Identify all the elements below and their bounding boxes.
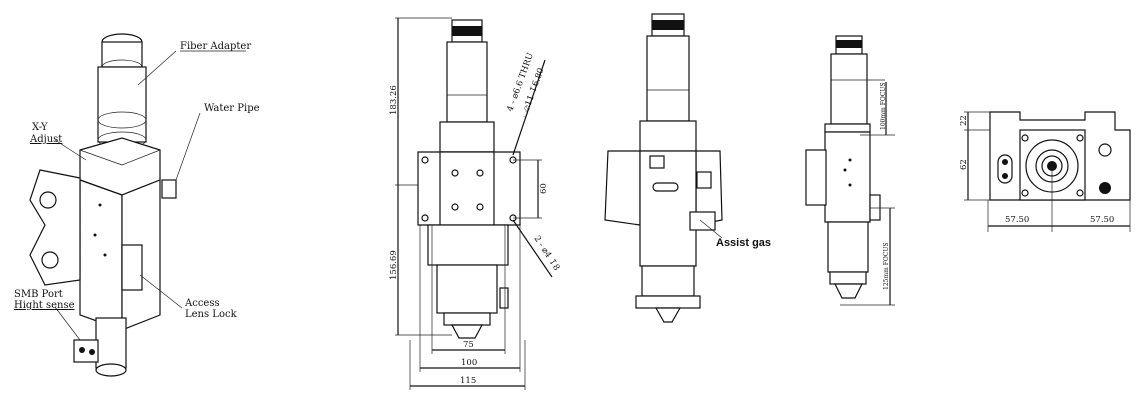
dim-57-50-right: 57.50 bbox=[1090, 215, 1114, 225]
label-adjust: Adjust bbox=[29, 134, 62, 145]
label-access: Access bbox=[184, 298, 220, 309]
dim-100: 100 bbox=[461, 358, 477, 368]
right-view: 100mm FOCUS 125mm FOCUS bbox=[805, 35, 895, 306]
label-assist-gas: Assist gas bbox=[716, 237, 771, 249]
isometric-view: Fiber Adapter Water Pipe X-Y Adjust SMB … bbox=[14, 33, 260, 377]
label-fiber-adapter: Fiber Adapter bbox=[180, 41, 251, 52]
dim-183-26: 183.26 bbox=[389, 85, 399, 115]
dim-75: 75 bbox=[463, 340, 474, 350]
dim-focus-top: 100mm FOCUS bbox=[880, 82, 887, 130]
label-smb-port: SMB Port bbox=[14, 289, 63, 300]
label-lens-lock: Lens Lock bbox=[185, 309, 238, 320]
front-view: 183.26 156.69 60 75 100 115 4 - ⌀6.6 THR… bbox=[389, 17, 561, 390]
dim-115: 115 bbox=[460, 376, 476, 386]
dim-60: 60 bbox=[539, 183, 549, 194]
dim-156-69: 156.69 bbox=[389, 250, 399, 280]
dim-57-50-left: 57.50 bbox=[1005, 215, 1029, 225]
dim-62: 62 bbox=[959, 159, 969, 170]
label-xy: X-Y bbox=[32, 122, 48, 133]
dim-focus-bottom: 125mm FOCUS bbox=[883, 242, 890, 290]
label-hight-sense: Hight sense bbox=[14, 300, 75, 311]
dim-22: 22 bbox=[959, 115, 969, 126]
top-view: 22 62 57.50 57.50 bbox=[959, 111, 1131, 232]
label-water-pipe: Water Pipe bbox=[204, 103, 260, 114]
side-view: Assist gas bbox=[604, 13, 771, 323]
